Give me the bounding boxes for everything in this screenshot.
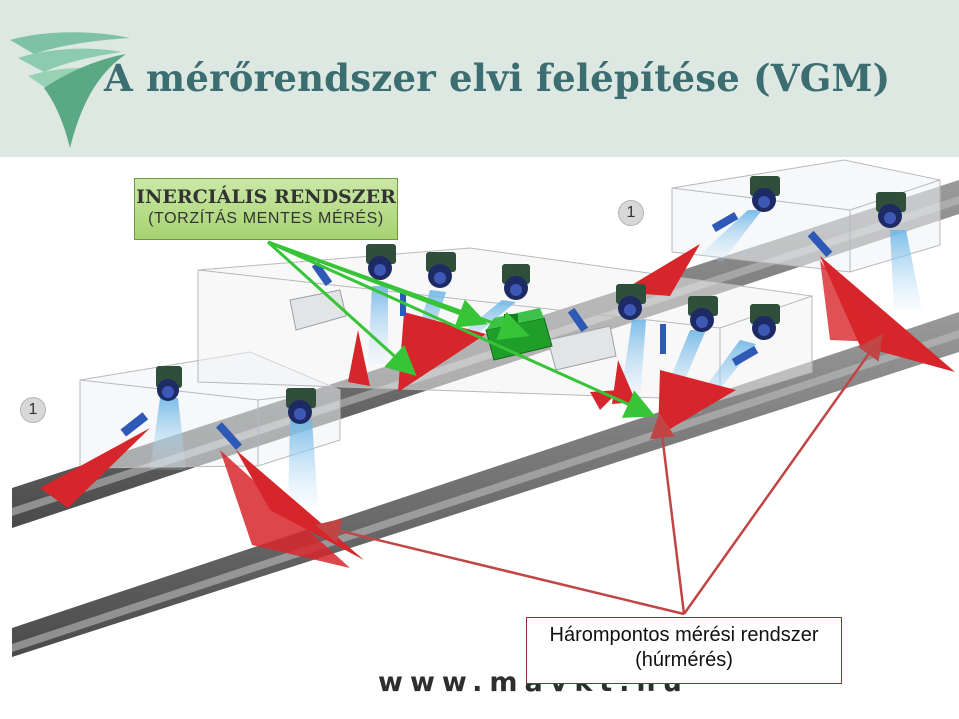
camera-icon — [286, 388, 316, 424]
chord-measurement-label: Hárompontos mérési rendszer (húrmérés) — [526, 617, 842, 684]
camera-icon — [750, 176, 780, 212]
page-title: A mérőrendszer elvi felépítése (VGM) — [104, 56, 891, 100]
chord-measurement-line2: (húrmérés) — [635, 649, 733, 671]
chord-arrows — [315, 333, 883, 616]
road-logo-icon — [10, 32, 130, 148]
frame-number-badge: 1 — [618, 200, 644, 226]
camera-icon — [426, 252, 456, 288]
red-laser-fans — [40, 244, 955, 568]
camera-icon — [502, 264, 530, 300]
camera-icon — [876, 192, 906, 228]
header-band: A mérőrendszer elvi felépítése (VGM) — [0, 0, 959, 157]
chord-measurement-line1: Hárompontos mérési rendszer — [549, 624, 819, 646]
camera-icon — [616, 284, 646, 320]
camera-icon — [688, 296, 718, 332]
camera-icon — [750, 304, 780, 340]
inertial-arrows — [266, 240, 656, 418]
inertial-system-label: INERCIÁLIS RENDSZER (TORZÍTÁS MENTES MÉR… — [134, 178, 398, 240]
measurement-diagram — [12, 159, 959, 657]
frame-number-badge: 1 — [20, 397, 46, 423]
camera-icon — [366, 244, 396, 280]
camera-icon — [156, 366, 182, 401]
cameras — [156, 176, 906, 424]
laser-heads — [120, 212, 833, 450]
inertial-system-subtitle: (TORZÍTÁS MENTES MÉRÉS) — [148, 210, 384, 227]
inertial-system-title: INERCIÁLIS RENDSZER — [136, 186, 396, 208]
